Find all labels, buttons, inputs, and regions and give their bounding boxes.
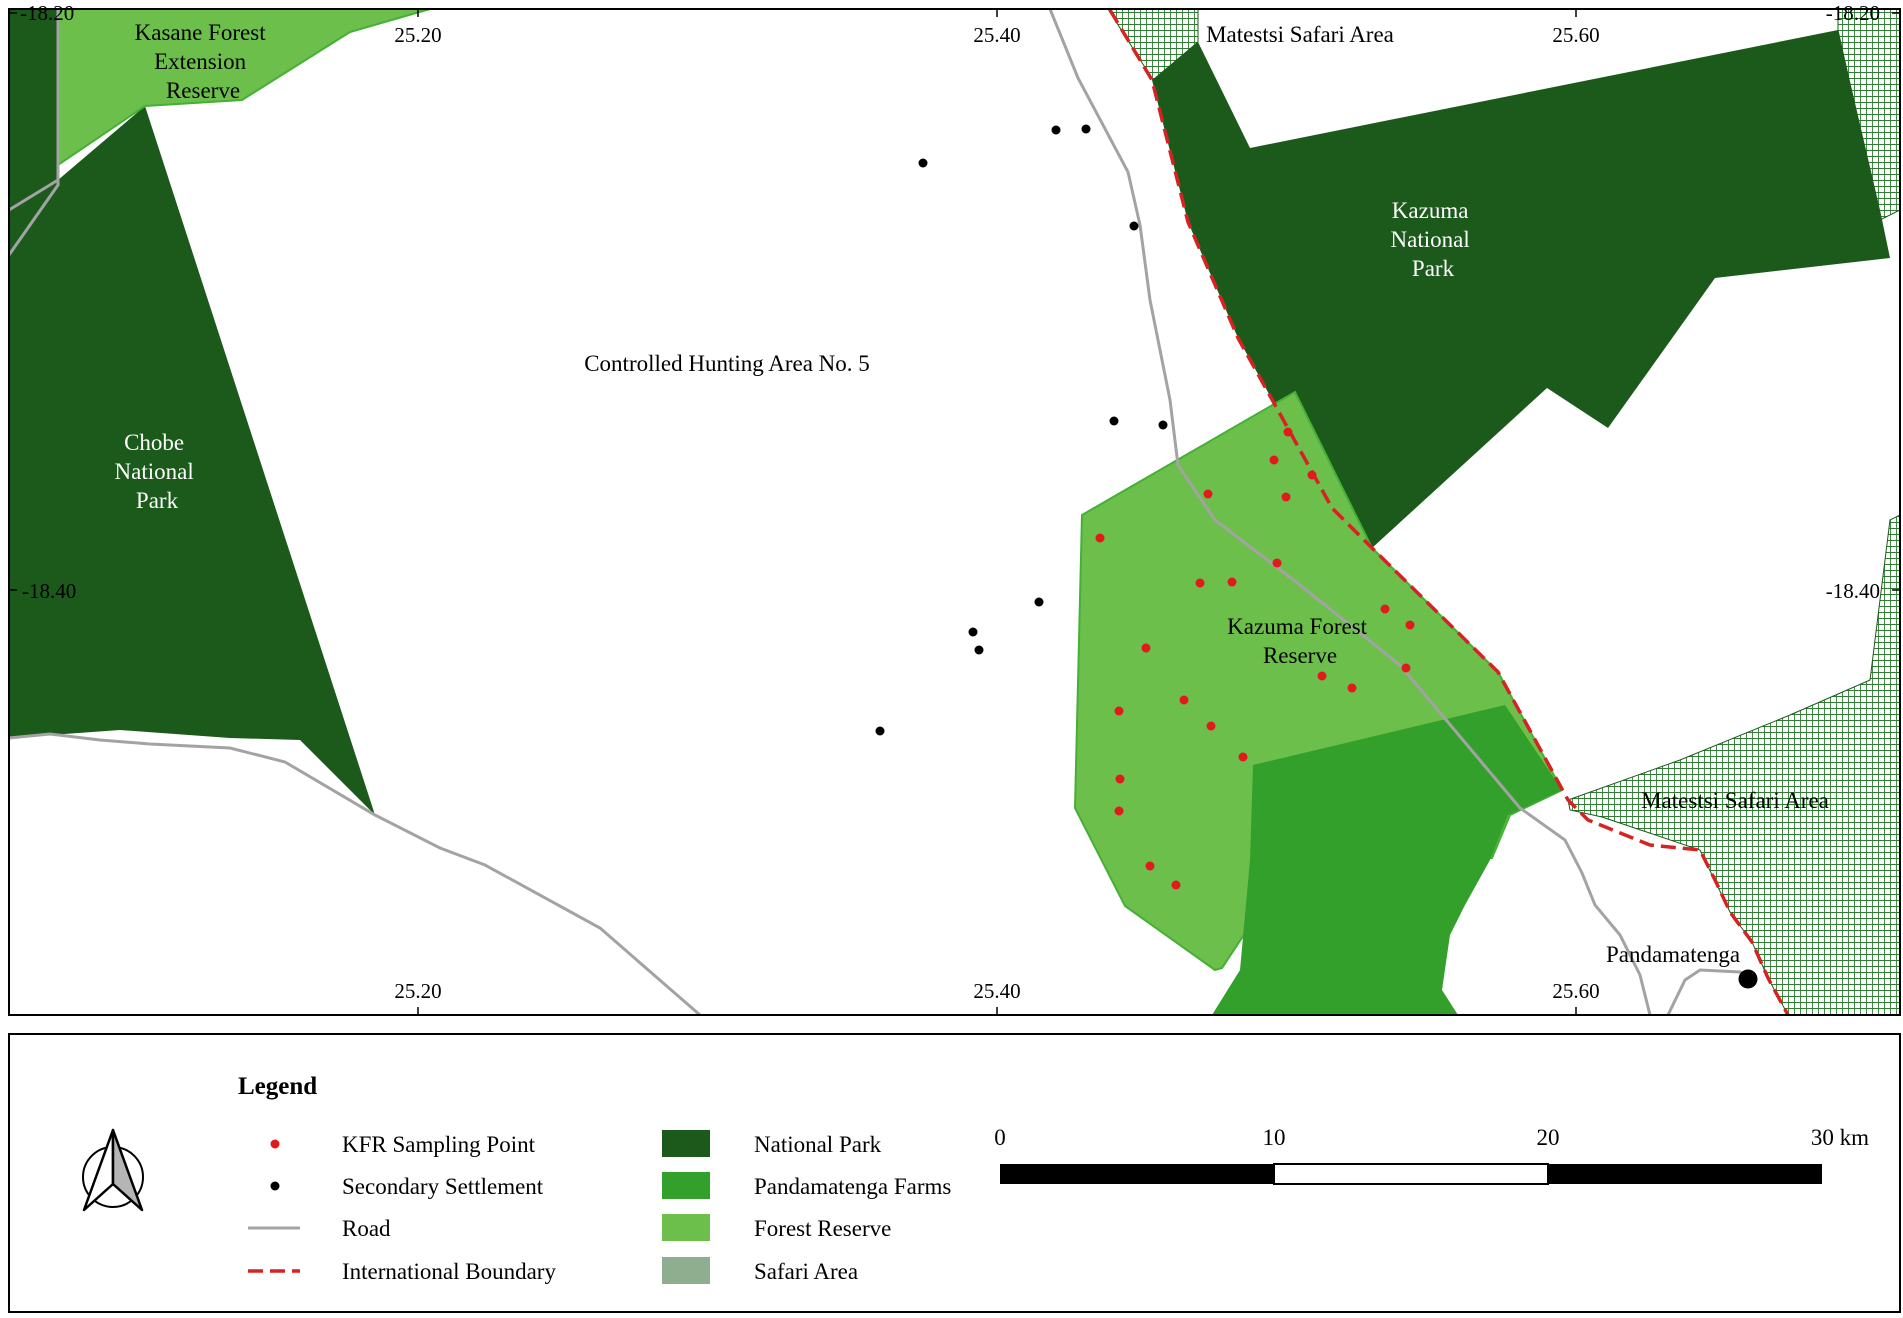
road-northwest-2 xyxy=(9,178,59,212)
settlement-point xyxy=(1158,420,1168,430)
settlement-point xyxy=(875,726,885,736)
matetsi-safari-area-right xyxy=(1567,514,1900,1015)
area-labels: Kasane Forest Extension Reserve Chobe Na… xyxy=(115,20,1829,967)
coordinate-labels: 25.20 25.40 25.60 25.20 25.40 25.60 -18.… xyxy=(20,1,1880,1003)
road-chobe xyxy=(9,732,701,1015)
sampling-point xyxy=(1401,663,1411,673)
sampling-point xyxy=(1238,752,1248,762)
kazuma-national-park xyxy=(1152,30,1890,548)
kazuma-national-park-label: Kazuma National Park xyxy=(1391,198,1476,281)
scale-label-30: 30 km xyxy=(1811,1125,1869,1150)
sampling-point xyxy=(1272,558,1282,568)
legend-national-park-label: National Park xyxy=(754,1132,882,1157)
lon-label-bottom-1: 25.20 xyxy=(394,979,441,1003)
settlement-point xyxy=(1129,221,1139,231)
controlled-hunting-area-label: Controlled Hunting Area No. 5 xyxy=(584,351,870,376)
sampling-point xyxy=(1347,683,1357,693)
lat-label-left-mid: -18.40 xyxy=(22,579,76,603)
legend-title: Legend xyxy=(238,1073,317,1100)
settlement-point xyxy=(968,627,978,637)
chobe-label: Chobe National Park xyxy=(115,430,200,513)
sampling-point xyxy=(1206,721,1216,731)
matetsi-top-label: Matestsi Safari Area xyxy=(1206,22,1394,47)
lon-label-bottom-2: 25.40 xyxy=(973,979,1020,1003)
lon-label-top-1: 25.20 xyxy=(394,23,441,47)
lon-label-top-3: 25.60 xyxy=(1552,23,1599,47)
chobe-national-park xyxy=(9,9,375,815)
legend-safari-label: Safari Area xyxy=(754,1259,858,1284)
kasane-label: Kasane Forest Extension Reserve xyxy=(135,20,272,103)
legend-panel: Legend KFR Sampling Point Secondary Sett… xyxy=(8,1033,1901,1313)
legend-forest-reserve-swatch xyxy=(662,1214,710,1241)
settlement-point xyxy=(1109,416,1119,426)
sampling-point xyxy=(1114,706,1124,716)
scale-label-20: 20 xyxy=(1537,1125,1560,1150)
legend-sampling-symbol xyxy=(270,1139,280,1149)
legend-safari-swatch xyxy=(662,1257,710,1284)
map-frame xyxy=(8,8,1901,1016)
legend-forest-reserve-label: Forest Reserve xyxy=(754,1216,891,1241)
sampling-point xyxy=(1203,489,1213,499)
settlement-point xyxy=(1034,597,1044,607)
sampling-point xyxy=(1269,455,1279,465)
sampling-point xyxy=(1307,470,1317,480)
lon-label-bottom-3: 25.60 xyxy=(1552,979,1599,1003)
scale-bar: 0 10 20 30 km xyxy=(994,1125,1869,1185)
scale-label-10: 10 xyxy=(1263,1125,1286,1150)
settlement-point xyxy=(918,158,928,168)
legend-farms-swatch xyxy=(662,1172,710,1199)
sampling-point xyxy=(1227,577,1237,587)
sampling-point xyxy=(1281,492,1291,502)
legend-settlement-symbol xyxy=(270,1181,280,1191)
legend-sampling-label: KFR Sampling Point xyxy=(342,1132,536,1157)
lon-label-top-2: 25.40 xyxy=(973,23,1020,47)
legend-boundary-label: International Boundary xyxy=(342,1259,556,1284)
pandamatenga-farms xyxy=(1212,705,1562,1015)
legend-national-park-swatch xyxy=(662,1130,710,1157)
legend-settlement-label: Secondary Settlement xyxy=(342,1174,544,1199)
settlement-point xyxy=(1081,124,1091,134)
legend-road-label: Road xyxy=(342,1216,391,1241)
matetsi-right-label: Matestsi Safari Area xyxy=(1641,788,1829,813)
sampling-point xyxy=(1195,578,1205,588)
graticule-ticks xyxy=(9,9,1900,1015)
sampling-point xyxy=(1283,427,1293,437)
lat-label-right-mid: -18.40 xyxy=(1826,579,1880,603)
settlement-point xyxy=(974,645,984,655)
sampling-point xyxy=(1317,671,1327,681)
international-boundary xyxy=(1108,9,1790,1015)
sampling-point xyxy=(1380,604,1390,614)
lat-label-left-top: -18.20 xyxy=(20,1,74,25)
sampling-point xyxy=(1171,880,1181,890)
sampling-point xyxy=(1405,620,1415,630)
legend-farms-label: Pandamatenga Farms xyxy=(754,1174,951,1199)
sampling-point xyxy=(1145,861,1155,871)
pandamatenga-label: Pandamatenga xyxy=(1606,942,1740,967)
sampling-point xyxy=(1095,533,1105,543)
north-arrow-icon xyxy=(82,1128,144,1212)
map-panel: 25.20 25.40 25.60 25.20 25.40 25.60 -18.… xyxy=(8,1,1901,1016)
sampling-point xyxy=(1141,643,1151,653)
sampling-point xyxy=(1179,695,1189,705)
lat-label-right-top: -18.20 xyxy=(1826,1,1880,25)
kazuma-forest-reserve-label: Kazuma Forest Reserve xyxy=(1227,614,1373,668)
sampling-point xyxy=(1115,774,1125,784)
kfr-sampling-points xyxy=(1095,427,1415,890)
sampling-point xyxy=(1114,806,1124,816)
pandamatenga-town-marker xyxy=(1738,969,1758,989)
secondary-settlements xyxy=(875,124,1168,736)
settlement-point xyxy=(1051,125,1061,135)
road-northwest xyxy=(9,9,60,256)
road-main xyxy=(1048,9,1652,1015)
matetsi-safari-area-right-top xyxy=(1837,9,1900,221)
scale-label-0: 0 xyxy=(994,1125,1006,1150)
